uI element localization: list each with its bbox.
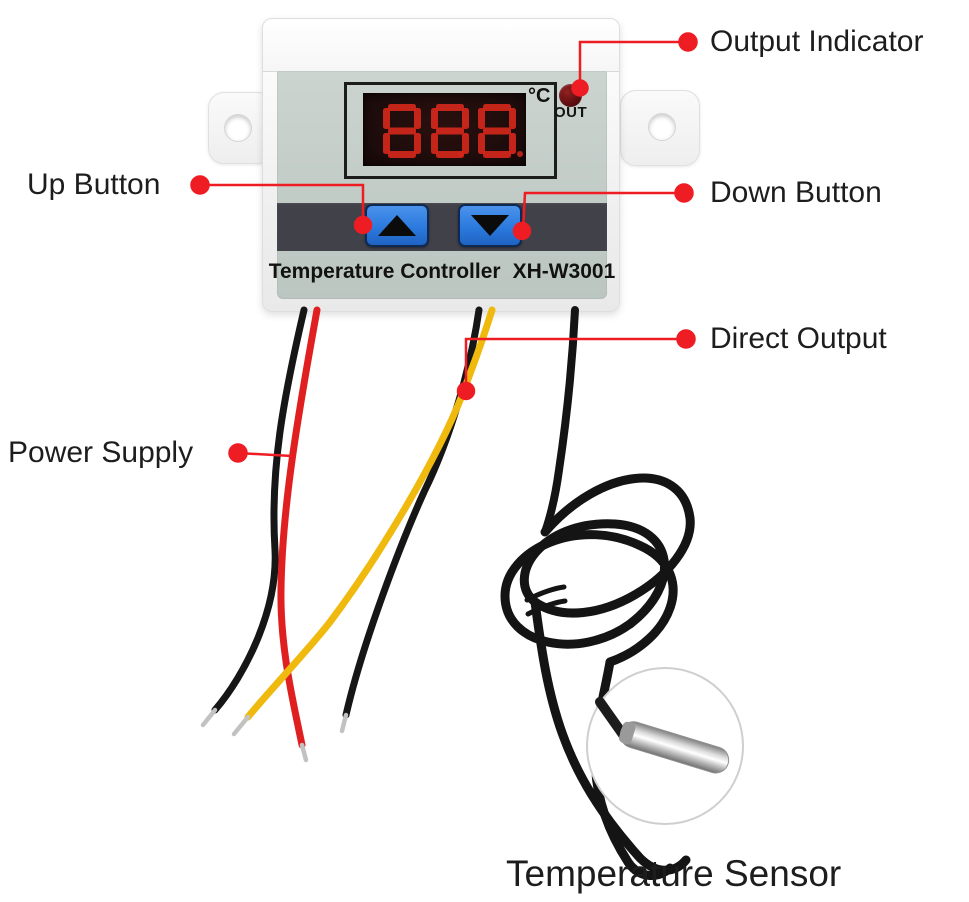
out-label: OUT	[554, 104, 588, 121]
up-button[interactable]	[365, 204, 429, 247]
button-band	[277, 203, 607, 251]
callout-dot-power-label	[228, 443, 248, 463]
label-temperature-sensor: Temperature Sensor	[506, 853, 842, 894]
label-power-supply: Power Supply	[8, 436, 194, 469]
callout-dot-down-label	[674, 183, 694, 203]
wire-tip-black-power	[200, 707, 218, 728]
wire-tip-yellow-output	[231, 714, 251, 737]
wire-yellow-output	[244, 306, 496, 721]
wire-group	[200, 306, 496, 763]
device-title: Temperature Controller	[268, 260, 501, 283]
controller-body: °C OUT Temperature Controller XH-W3001	[262, 18, 620, 312]
mounting-hole-left	[224, 114, 252, 142]
mounting-ear-right	[620, 90, 700, 166]
label-up-button: Up Button	[27, 168, 161, 201]
down-arrow-icon	[471, 215, 509, 236]
sensor-zoom-circle	[586, 667, 744, 825]
down-button[interactable]	[458, 204, 522, 247]
wire-tip-black-output	[339, 712, 349, 734]
wire-black-output	[342, 306, 483, 719]
probe-cable	[595, 697, 629, 741]
seven-segment-display	[363, 93, 526, 166]
label-down-button: Down Button	[710, 176, 882, 209]
controller-top-face	[263, 19, 619, 72]
up-arrow-icon	[378, 215, 416, 236]
display-bezel	[344, 82, 557, 179]
sensor-cable-coil	[500, 306, 695, 880]
wire-red-power	[277, 306, 321, 749]
mounting-hole-right	[648, 113, 676, 141]
display-digits	[383, 104, 523, 158]
temperature-probe	[619, 721, 730, 774]
controller-front-panel: °C OUT Temperature Controller XH-W3001	[269, 71, 616, 299]
label-direct-output: Direct Output	[710, 322, 887, 355]
wire-tip-red-power	[299, 742, 309, 763]
device-title-row: Temperature Controller XH-W3001	[269, 260, 616, 284]
callout-dot-output-label	[678, 32, 698, 52]
callout-line-direct-output	[464, 337, 686, 390]
label-output-indicator: Output Indicator	[710, 25, 924, 58]
callout-line-power-supply	[237, 451, 293, 458]
wire-black-power	[211, 306, 308, 714]
celsius-unit-label: °C	[528, 85, 551, 107]
device-model: XH-W3001	[512, 260, 616, 283]
callout-dot-direct-label	[676, 329, 696, 349]
callout-dot-yellow-wire	[456, 381, 476, 401]
callout-dot-up-label	[190, 175, 210, 195]
